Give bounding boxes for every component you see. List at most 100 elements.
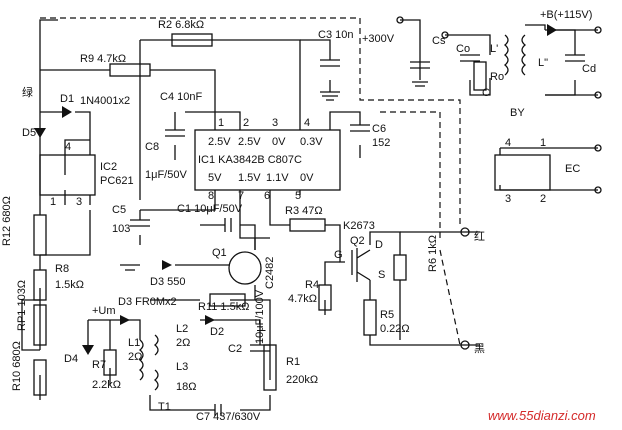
ground-symbol <box>120 264 140 271</box>
label-l1: L1 <box>128 337 140 349</box>
label-r9: R9 4.7kΩ <box>80 53 126 65</box>
label-v6: 1.5V <box>238 172 261 184</box>
label-p7: 7 <box>238 190 244 202</box>
label-ro: Ro <box>490 71 504 83</box>
label-red: 红 <box>474 230 485 243</box>
isolation-dash <box>40 17 461 346</box>
label-ec4: 4 <box>505 137 511 149</box>
label-r5val: 0.22Ω <box>380 323 410 335</box>
label-cd: Cd <box>582 63 596 75</box>
labels: R2 6.8kΩ C3 10n R9 4.7kΩ +300V Cs Co L' … <box>1 9 596 423</box>
label-gd: G <box>334 249 343 261</box>
rp1-resistor <box>33 304 47 346</box>
label-c2: C2 <box>228 343 242 355</box>
label-v8: 0V <box>300 172 314 184</box>
q1-transistor <box>228 251 262 285</box>
label-p1: 1 <box>50 196 56 208</box>
label-v3: 0V <box>272 136 286 148</box>
label-ic1: IC1 KA3842B C807C <box>198 154 302 166</box>
label-r1val: 220kΩ <box>286 374 318 386</box>
label-v1: 2.5V <box>208 136 231 148</box>
label-c2482: C2482 <box>264 257 276 289</box>
label-l3val: 18Ω <box>176 381 196 393</box>
label-co: Co <box>456 43 470 55</box>
label-l2: L2 <box>176 323 188 335</box>
label-r2: R2 6.8kΩ <box>158 19 204 31</box>
terminal-out1 <box>594 26 602 34</box>
label-ec1: 1 <box>540 137 546 149</box>
label-r6: R6 1kΩ <box>427 235 439 272</box>
ro-resistor <box>473 61 487 91</box>
label-p1b: 1 <box>218 117 224 129</box>
label-p4: 4 <box>65 141 71 153</box>
label-r4: R4 <box>305 279 319 291</box>
r4-resistor <box>318 284 332 311</box>
label-rp1: RP1 103Ω <box>16 280 28 331</box>
label-v300: +300V <box>362 33 395 45</box>
label-r7val: 2.2kΩ <box>92 379 121 391</box>
r5-resistor <box>363 299 377 336</box>
capacitors <box>130 54 585 416</box>
label-r7: R7 <box>92 359 106 371</box>
label-v7: 1.1V <box>266 172 289 184</box>
label-d1type: 1N4001x2 <box>80 95 130 107</box>
label-c8: C8 <box>145 141 159 153</box>
label-um: +Um <box>92 305 116 317</box>
wires <box>21 19 598 411</box>
label-r12: R12 680Ω <box>1 196 13 246</box>
r11-resistor <box>209 293 246 307</box>
label-r8val: 1.5kΩ <box>55 279 84 291</box>
label-p2: 2 <box>243 117 249 129</box>
label-c: C <box>482 87 490 99</box>
terminal-red <box>460 227 470 237</box>
label-ec2: 2 <box>540 193 546 205</box>
ground-symbol <box>412 81 428 87</box>
label-d1: D1 <box>60 93 74 105</box>
label-r1: R1 <box>286 356 300 368</box>
label-ic2type: PC621 <box>100 175 134 187</box>
label-ec3: 3 <box>505 193 511 205</box>
label-r4val: 4.7kΩ <box>288 293 317 305</box>
label-r11: R11 1.5kΩ <box>198 301 249 313</box>
terminal-out2 <box>594 91 602 99</box>
label-d2: D2 <box>210 326 224 338</box>
terminal-ec1 <box>594 144 602 152</box>
label-t1: T1 <box>158 401 171 413</box>
label-lpp: L" <box>538 57 548 69</box>
label-c5: C5 <box>112 204 126 216</box>
label-q2type: K2673 <box>343 220 375 232</box>
label-vout: +B(+115V) <box>540 9 592 21</box>
label-d3b: D3 FR0Mx2 <box>118 296 177 308</box>
label-p5: 5 <box>295 190 301 202</box>
label-d4: D4 <box>64 353 78 365</box>
label-p3: 3 <box>76 196 82 208</box>
terminal-co <box>441 31 449 39</box>
windings <box>138 34 527 391</box>
r7-resistor <box>103 349 117 376</box>
label-r3: R3 47Ω <box>285 205 323 217</box>
ic2-box <box>39 154 96 196</box>
diodes <box>34 24 557 355</box>
label-d5: D5 <box>22 127 36 139</box>
terminal-ec2 <box>594 186 602 194</box>
r9-resistor <box>109 63 151 77</box>
label-p6: 6 <box>264 190 270 202</box>
label-black: 黑 <box>474 342 485 355</box>
label-lp: L' <box>490 43 498 55</box>
watermark: www.55dianzi.com <box>488 408 596 423</box>
label-v2: 2.5V <box>238 136 261 148</box>
label-l1val: 2Ω <box>128 351 142 363</box>
label-cs: Cs <box>432 35 446 47</box>
label-d3: D3 550 <box>150 276 185 288</box>
label-v4: 0.3V <box>300 136 323 148</box>
label-c6: C6 <box>372 123 386 135</box>
label-c1: C1 10μF/50V <box>177 203 243 215</box>
terminal-black <box>460 340 470 350</box>
ec-box <box>494 154 551 191</box>
label-p4b: 4 <box>304 117 310 129</box>
terminal-300v <box>396 16 404 24</box>
label-q1: Q1 <box>212 247 227 259</box>
label-c7: C7 437/630V <box>196 411 261 423</box>
label-l2val: 2Ω <box>176 337 190 349</box>
q2-mosfet <box>351 248 371 282</box>
